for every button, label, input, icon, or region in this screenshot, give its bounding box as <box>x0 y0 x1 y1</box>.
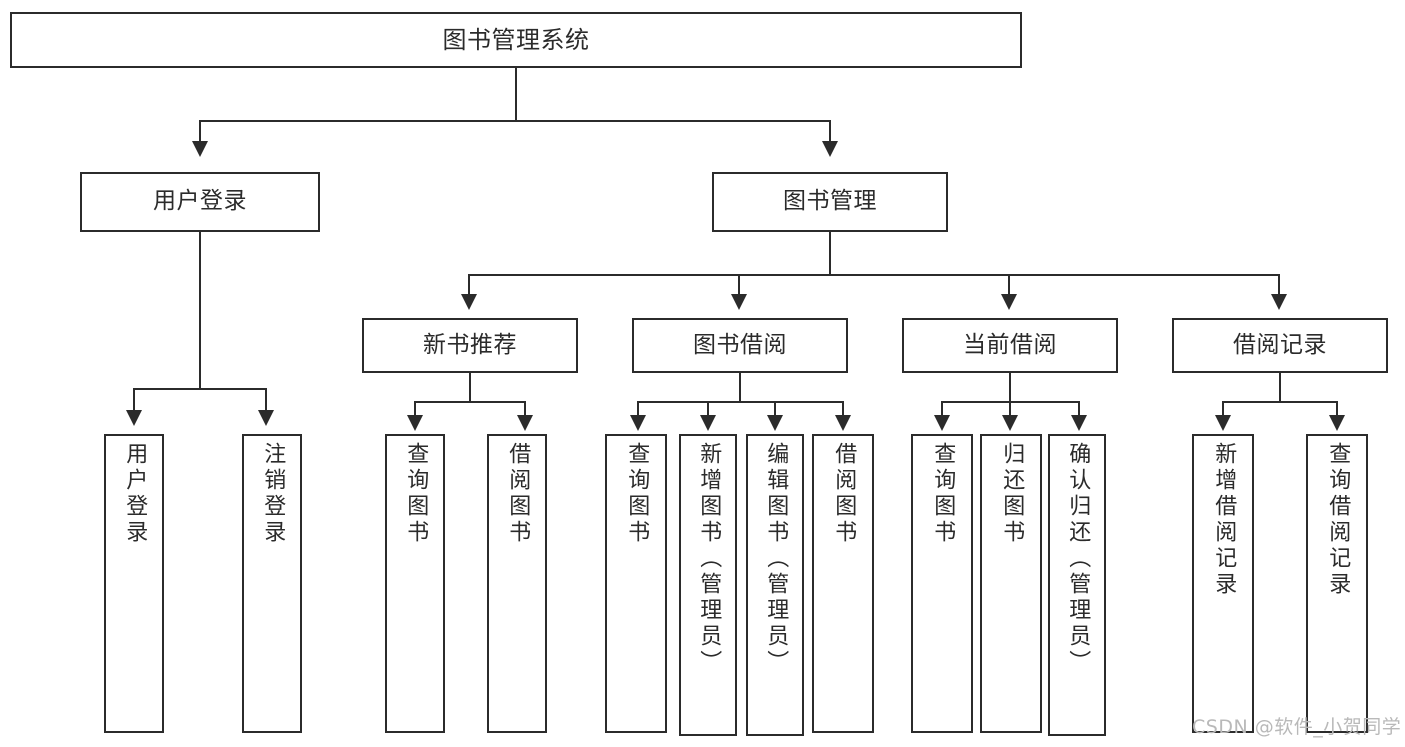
connector-cb-drop-1 <box>941 401 943 417</box>
connector-br-bus <box>1222 401 1338 403</box>
connector-br-drop-1 <box>1222 401 1224 417</box>
connector-root-drop-book <box>829 120 831 143</box>
node-label: 当前借阅 <box>963 331 1057 358</box>
node-label: 借阅图书 <box>831 442 857 546</box>
connector-user-login-stem <box>199 232 201 390</box>
arrowhead-cb-leaf-1 <box>934 415 950 431</box>
node-label: 图书借阅 <box>693 331 787 358</box>
node-label: 查询图书 <box>403 442 429 546</box>
leaf-user-login[interactable]: 用户登录 <box>104 434 164 733</box>
leaf-edit-book-admin[interactable]: 编辑图书（管理员） <box>746 434 804 736</box>
node-label: 查询图书 <box>624 442 650 546</box>
connector-user-login-bus <box>133 388 267 390</box>
connector-root-stem <box>515 68 517 120</box>
connector-user-login-drop-2 <box>265 388 267 412</box>
connector-root-drop-user <box>199 120 201 143</box>
leaf-confirm-return-admin[interactable]: 确认归还（管理员） <box>1048 434 1106 736</box>
arrowhead-cb-leaf-3 <box>1071 415 1087 431</box>
connector-book-manage-stem <box>829 232 831 276</box>
arrowhead-br-leaf-2 <box>1329 415 1345 431</box>
connector-root-bus <box>199 120 831 122</box>
leaf-return-book[interactable]: 归还图书 <box>980 434 1042 733</box>
arrowhead-nbr-leaf-2 <box>517 415 533 431</box>
arrowhead-nbr-leaf-1 <box>407 415 423 431</box>
arrowhead-borrow-record <box>1271 294 1287 310</box>
node-user-login[interactable]: 用户登录 <box>80 172 320 232</box>
connector-bm-drop-4 <box>1278 274 1280 296</box>
leaf-query-borrow-record[interactable]: 查询借阅记录 <box>1306 434 1368 733</box>
connector-nbr-stem <box>469 373 471 403</box>
node-label: 归还图书 <box>999 442 1025 546</box>
node-label: 借阅图书 <box>505 442 531 546</box>
connector-bb-bus <box>637 401 844 403</box>
leaf-borrow-book-2[interactable]: 借阅图书 <box>812 434 874 733</box>
connector-nbr-bus <box>414 401 526 403</box>
connector-bb-drop-2 <box>707 401 709 417</box>
arrowhead-bb-leaf-4 <box>835 415 851 431</box>
leaf-query-book-1[interactable]: 查询图书 <box>385 434 445 733</box>
connector-br-stem <box>1279 373 1281 403</box>
leaf-query-book-2[interactable]: 查询图书 <box>605 434 667 733</box>
leaf-borrow-book-1[interactable]: 借阅图书 <box>487 434 547 733</box>
arrowhead-book-borrow <box>731 294 747 310</box>
leaf-add-borrow-record[interactable]: 新增借阅记录 <box>1192 434 1254 733</box>
node-root-system[interactable]: 图书管理系统 <box>10 12 1022 68</box>
node-label: 查询图书 <box>930 442 956 546</box>
node-new-book-recommend[interactable]: 新书推荐 <box>362 318 578 373</box>
arrowhead-leaf-user-login <box>126 410 142 426</box>
connector-bb-drop-4 <box>842 401 844 417</box>
node-borrow-record[interactable]: 借阅记录 <box>1172 318 1388 373</box>
node-label: 用户登录 <box>122 442 148 546</box>
arrowhead-bb-leaf-2 <box>700 415 716 431</box>
node-label: 新增图书（管理员） <box>696 442 722 676</box>
leaf-logout[interactable]: 注销登录 <box>242 434 302 733</box>
node-label: 图书管理 <box>783 188 877 215</box>
connector-book-manage-bus <box>468 274 1280 276</box>
leaf-add-book-admin[interactable]: 新增图书（管理员） <box>679 434 737 736</box>
arrowhead-current-borrow <box>1001 294 1017 310</box>
arrowhead-new-book-recommend <box>461 294 477 310</box>
node-label: 图书管理系统 <box>442 25 590 54</box>
connector-cb-drop-3 <box>1078 401 1080 417</box>
arrowhead-user-login <box>192 141 208 157</box>
arrowhead-cb-leaf-2 <box>1002 415 1018 431</box>
connector-bm-drop-3 <box>1008 274 1010 296</box>
node-label: 查询借阅记录 <box>1325 442 1351 598</box>
connector-bm-drop-1 <box>468 274 470 296</box>
connector-user-login-drop-1 <box>133 388 135 412</box>
node-label: 借阅记录 <box>1233 331 1327 358</box>
node-label: 新增借阅记录 <box>1211 442 1237 598</box>
node-label: 注销登录 <box>260 442 286 546</box>
connector-cb-stem <box>1009 373 1011 403</box>
connector-bb-drop-3 <box>774 401 776 417</box>
connector-cb-drop-2 <box>1009 401 1011 417</box>
node-label: 编辑图书（管理员） <box>763 442 789 676</box>
connector-br-drop-2 <box>1336 401 1338 417</box>
node-label: 确认归还（管理员） <box>1065 442 1091 676</box>
arrowhead-bb-leaf-3 <box>767 415 783 431</box>
arrowhead-leaf-logout <box>258 410 274 426</box>
node-current-borrow[interactable]: 当前借阅 <box>902 318 1118 373</box>
node-label: 新书推荐 <box>423 331 517 358</box>
arrowhead-br-leaf-1 <box>1215 415 1231 431</box>
connector-nbr-drop-1 <box>414 401 416 417</box>
connector-nbr-drop-2 <box>524 401 526 417</box>
arrowhead-bb-leaf-1 <box>630 415 646 431</box>
arrowhead-book-manage <box>822 141 838 157</box>
connector-bm-drop-2 <box>738 274 740 296</box>
connector-bb-drop-1 <box>637 401 639 417</box>
leaf-query-book-3[interactable]: 查询图书 <box>911 434 973 733</box>
node-label: 用户登录 <box>153 188 247 215</box>
node-book-manage[interactable]: 图书管理 <box>712 172 948 232</box>
connector-bb-stem <box>739 373 741 403</box>
node-book-borrow[interactable]: 图书借阅 <box>632 318 848 373</box>
